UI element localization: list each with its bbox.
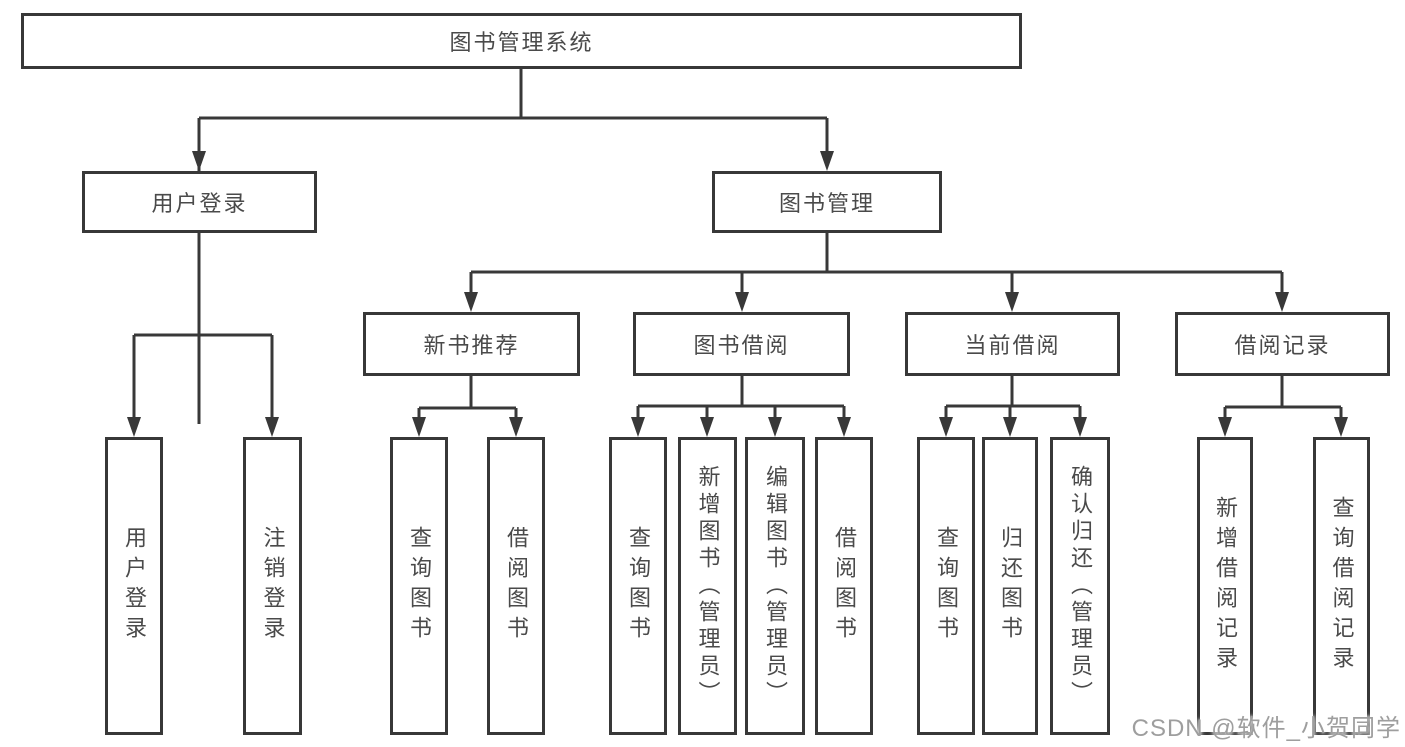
csdn-watermark: CSDN @软件_小贺同学: [1131, 715, 1401, 742]
arrowhead: [192, 151, 206, 171]
arrowhead: [1003, 417, 1017, 437]
arrowhead: [127, 417, 141, 437]
node-book-borrowing: 图书借阅: [633, 312, 850, 376]
leaf-current-query-books: 查询图书: [917, 437, 975, 735]
node-user-login: 用户登录: [82, 171, 317, 233]
leaf-add-books-admin: 新增图书（管理员）: [678, 437, 737, 735]
arrowhead: [509, 417, 523, 437]
arrowhead: [412, 417, 426, 437]
arrowhead: [464, 292, 478, 312]
leaf-newbook-query-books: 查询图书: [390, 437, 448, 735]
arrowheads: [127, 151, 1348, 437]
leaf-borrowing-query-books: 查询图书: [609, 437, 667, 735]
arrowhead: [1005, 292, 1019, 312]
leaf-newbook-borrow-books: 借阅图书: [487, 437, 545, 735]
node-current-borrowing: 当前借阅: [905, 312, 1120, 376]
arrowhead: [735, 292, 749, 312]
leaf-borrowing-borrow-books: 借阅图书: [815, 437, 873, 735]
arrowhead: [939, 417, 953, 437]
arrowhead: [631, 417, 645, 437]
node-library-management-system: 图书管理系统: [21, 13, 1022, 69]
arrowhead: [1334, 417, 1348, 437]
leaf-return-books: 归还图书: [982, 437, 1038, 735]
connector-borrowrecord-to-leaves: [1223, 376, 1343, 424]
node-book-management: 图书管理: [712, 171, 942, 233]
node-new-book-recommend: 新书推荐: [363, 312, 580, 376]
arrowhead: [700, 417, 714, 437]
connector-userlogin-to-leaves: [132, 233, 274, 424]
leaf-user-login: 用户登录: [105, 437, 163, 735]
arrowhead: [1073, 417, 1087, 437]
connector-root-to-level2: [197, 69, 829, 424]
connector-bookborrow-to-leaves: [636, 376, 846, 424]
leaf-query-borrow-record: 查询借阅记录: [1313, 437, 1370, 735]
connector-bookmgmt-to-level3: [469, 233, 1284, 305]
arrowhead: [265, 417, 279, 437]
connector-currentborrow-to-leaves: [944, 376, 1082, 424]
arrowhead: [820, 151, 834, 171]
connector-newbook-to-leaves: [417, 376, 518, 424]
leaf-confirm-return-admin: 确认归还（管理员）: [1050, 437, 1110, 735]
arrowhead: [1275, 292, 1289, 312]
arrowhead: [1218, 417, 1232, 437]
leaf-edit-books-admin: 编辑图书（管理员）: [745, 437, 805, 735]
arrowhead: [837, 417, 851, 437]
leaf-logout: 注销登录: [243, 437, 302, 735]
arrowhead: [768, 417, 782, 437]
node-borrow-records: 借阅记录: [1175, 312, 1390, 376]
leaf-add-borrow-record: 新增借阅记录: [1197, 437, 1253, 735]
